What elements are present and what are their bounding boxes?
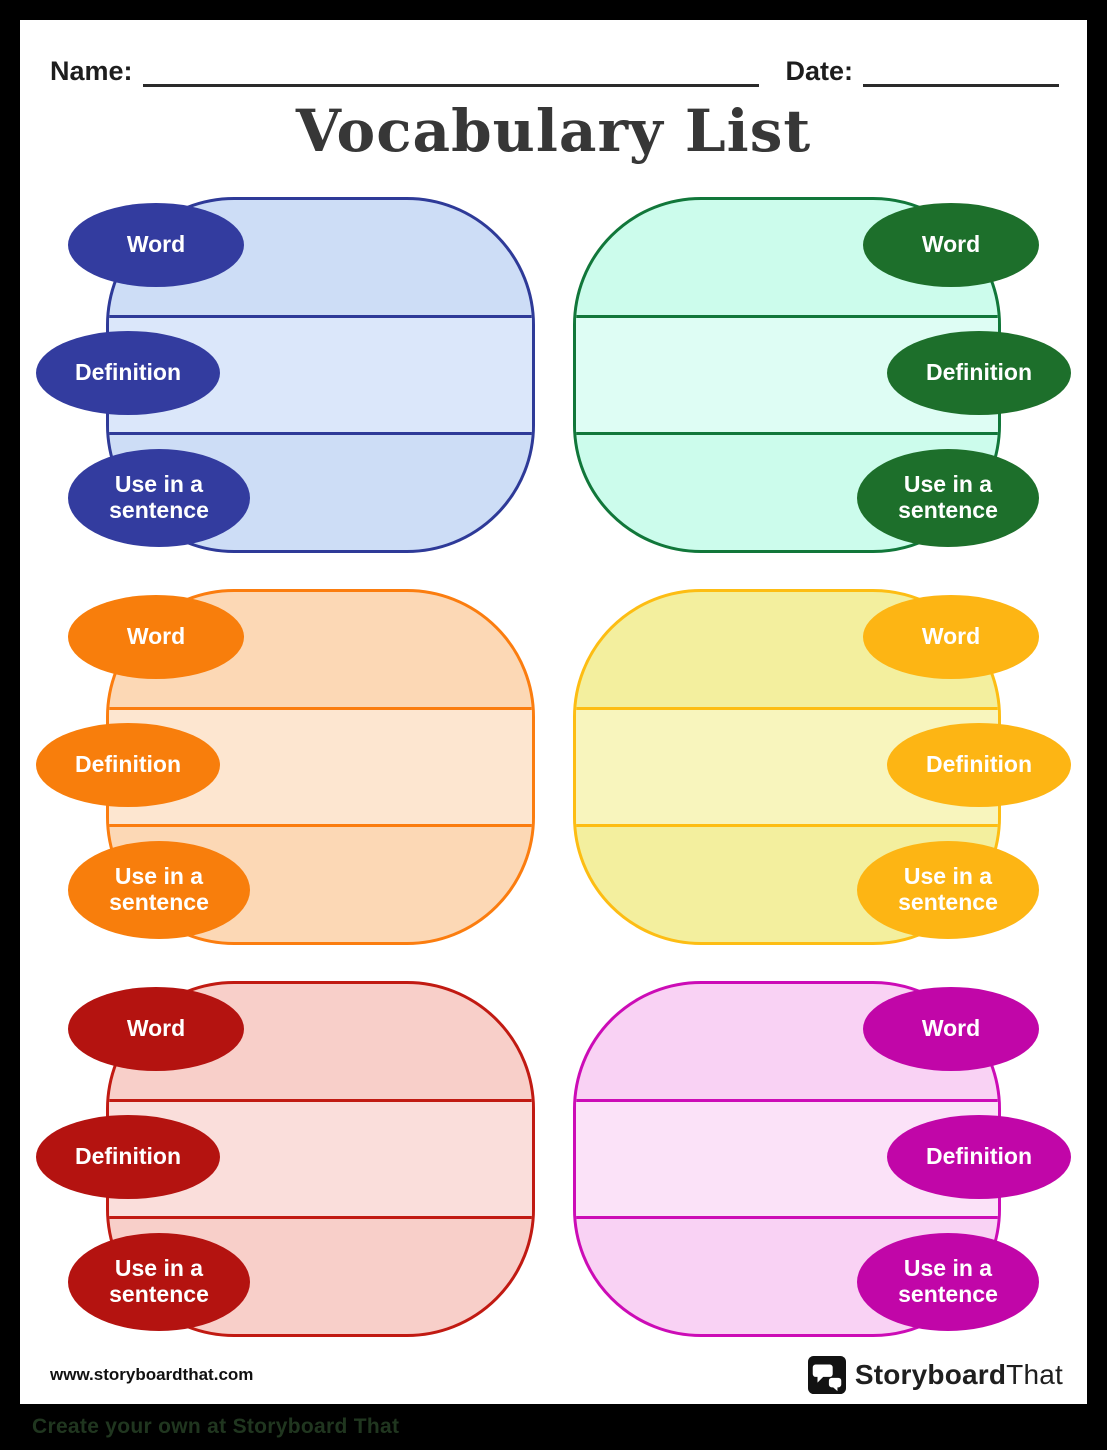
date-input-line[interactable]	[863, 54, 1059, 87]
definition-label-bubble: Definition	[36, 723, 220, 807]
definition-label: Definition	[74, 1143, 182, 1170]
vocab-card-pink: Word Definition Use in a sentence	[567, 979, 1071, 1339]
word-label-bubble: Word	[863, 203, 1039, 287]
definition-label-bubble: Definition	[887, 1115, 1071, 1199]
bottom-bar-text: Create your own at Storyboard That	[32, 1415, 400, 1438]
word-label-bubble: Word	[68, 203, 244, 287]
definition-label-bubble: Definition	[887, 723, 1071, 807]
brand-bold: Storyboard	[854, 1359, 1007, 1390]
vocab-cards-grid: Word Definition Use in a sentence Word D…	[20, 195, 1087, 1339]
sentence-writing-area[interactable]	[109, 1216, 532, 1334]
page-footer: www.storyboardthat.com StoryboardThat	[20, 1356, 1087, 1394]
definition-label-bubble: Definition	[887, 331, 1071, 415]
sentence-writing-area[interactable]	[109, 824, 532, 942]
sentence-label-bubble: Use in a sentence	[68, 449, 250, 547]
storyboardthat-logo-text: StoryboardThat	[855, 1359, 1063, 1391]
storyboardthat-logo-icon	[807, 1356, 846, 1394]
worksheet-page: Name: Date: Vocabulary List Word Definit…	[20, 20, 1087, 1404]
word-label: Word	[921, 623, 981, 650]
name-label: Name:	[50, 56, 133, 86]
sentence-writing-area[interactable]	[109, 432, 532, 550]
footer-url: www.storyboardthat.com	[50, 1365, 254, 1384]
definition-label: Definition	[925, 751, 1033, 778]
vocab-card-yellow: Word Definition Use in a sentence	[567, 587, 1071, 947]
sentence-writing-area[interactable]	[575, 432, 998, 550]
sentence-label: Use in a sentence	[109, 863, 209, 915]
word-label: Word	[126, 1015, 186, 1042]
word-label: Word	[921, 231, 981, 258]
sentence-label-bubble: Use in a sentence	[857, 449, 1039, 547]
vocab-card-red: Word Definition Use in a sentence	[36, 979, 541, 1339]
storyboardthat-logo: StoryboardThat	[807, 1356, 1063, 1394]
word-label: Word	[921, 1015, 981, 1042]
word-label-bubble: Word	[863, 987, 1039, 1071]
definition-label: Definition	[925, 359, 1033, 386]
definition-label: Definition	[74, 751, 182, 778]
sentence-label: Use in a sentence	[898, 471, 998, 523]
definition-label-bubble: Definition	[36, 1115, 220, 1199]
sentence-writing-area[interactable]	[575, 1216, 998, 1334]
sentence-label: Use in a sentence	[109, 1255, 209, 1307]
sentence-label-bubble: Use in a sentence	[68, 1233, 250, 1331]
sentence-label-bubble: Use in a sentence	[857, 841, 1039, 939]
definition-label: Definition	[74, 359, 182, 386]
name-date-row: Name: Date:	[20, 20, 1087, 87]
brand-light: That	[1006, 1359, 1063, 1390]
word-label: Word	[126, 623, 186, 650]
definition-label-bubble: Definition	[36, 331, 220, 415]
definition-label: Definition	[925, 1143, 1033, 1170]
sentence-writing-area[interactable]	[575, 824, 998, 942]
name-input-line[interactable]	[142, 54, 760, 87]
sentence-label: Use in a sentence	[109, 471, 209, 523]
sentence-label-bubble: Use in a sentence	[857, 1233, 1039, 1331]
word-label-bubble: Word	[863, 595, 1039, 679]
vocab-card-green: Word Definition Use in a sentence	[567, 195, 1071, 555]
date-label: Date:	[785, 56, 853, 86]
vocab-card-blue: Word Definition Use in a sentence	[36, 195, 541, 555]
sentence-label-bubble: Use in a sentence	[68, 841, 250, 939]
bottom-bar: Create your own at Storyboard That	[20, 1404, 1087, 1450]
page-title: Vocabulary List	[295, 97, 812, 165]
sentence-label: Use in a sentence	[898, 1255, 998, 1307]
word-label: Word	[126, 231, 186, 258]
word-label-bubble: Word	[68, 595, 244, 679]
vocab-card-orange: Word Definition Use in a sentence	[36, 587, 541, 947]
sentence-label: Use in a sentence	[898, 863, 998, 915]
word-label-bubble: Word	[68, 987, 244, 1071]
